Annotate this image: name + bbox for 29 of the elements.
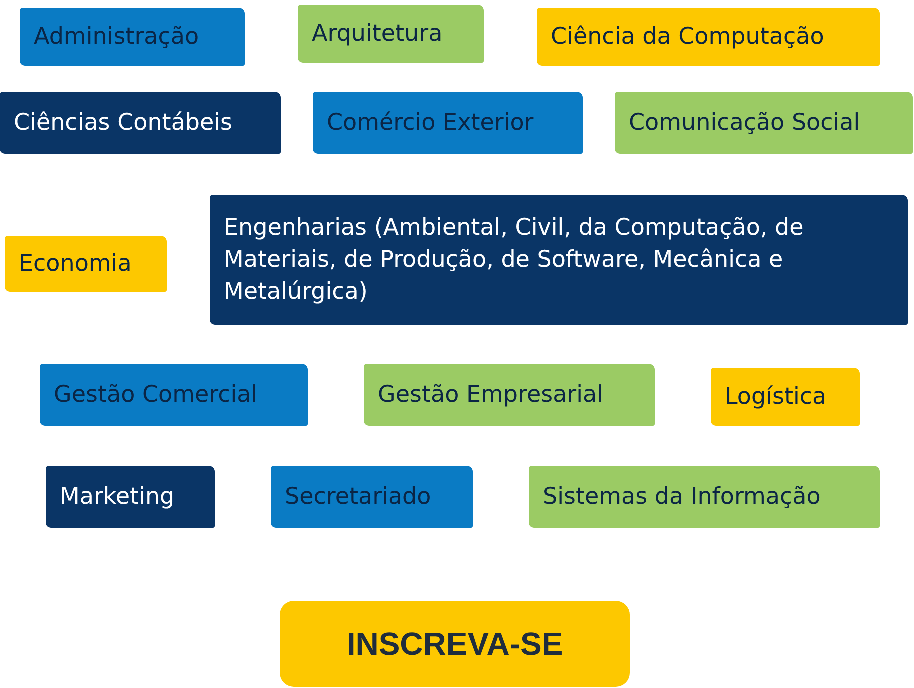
course-tag: [313, 92, 583, 154]
course-name: Comunicação Social: [629, 108, 860, 138]
course-name: Engenharias (Ambiental, Civil, da Computação, de Materiais, de Produção, de Software, Mecânica e Metalúrgica): [224, 214, 805, 308]
course-name: Logística: [725, 382, 827, 412]
course-name: Administração: [34, 22, 200, 52]
course-name: Gestão Empresarial: [378, 380, 604, 410]
course-tag: [20, 8, 245, 66]
subscribe-button: INSCREVA-SE: [280, 601, 630, 687]
course-tag: [615, 92, 913, 154]
course-name: Ciência da Computação: [551, 22, 824, 52]
course-name: Comércio Exterior: [327, 108, 534, 138]
course-tag: [40, 364, 308, 426]
course-tag: [5, 236, 167, 292]
course-tag: [529, 466, 880, 528]
course-tag: [0, 92, 281, 154]
course-name: Gestão Comercial: [54, 380, 258, 410]
course-tag: [711, 368, 860, 426]
course-name: Ciências Contábeis: [14, 108, 233, 138]
course-tag: [46, 466, 215, 528]
course-name: Sistemas da Informação: [543, 482, 821, 512]
course-tag: [210, 195, 908, 325]
course-name: Economia: [19, 250, 132, 279]
course-tag: [298, 5, 484, 63]
course-tag: [537, 8, 880, 66]
course-name: Secretariado: [285, 482, 432, 512]
course-name: Arquitetura: [312, 20, 443, 49]
course-tag: [271, 466, 473, 528]
course-tag: [364, 364, 655, 426]
course-name: Marketing: [60, 482, 175, 512]
